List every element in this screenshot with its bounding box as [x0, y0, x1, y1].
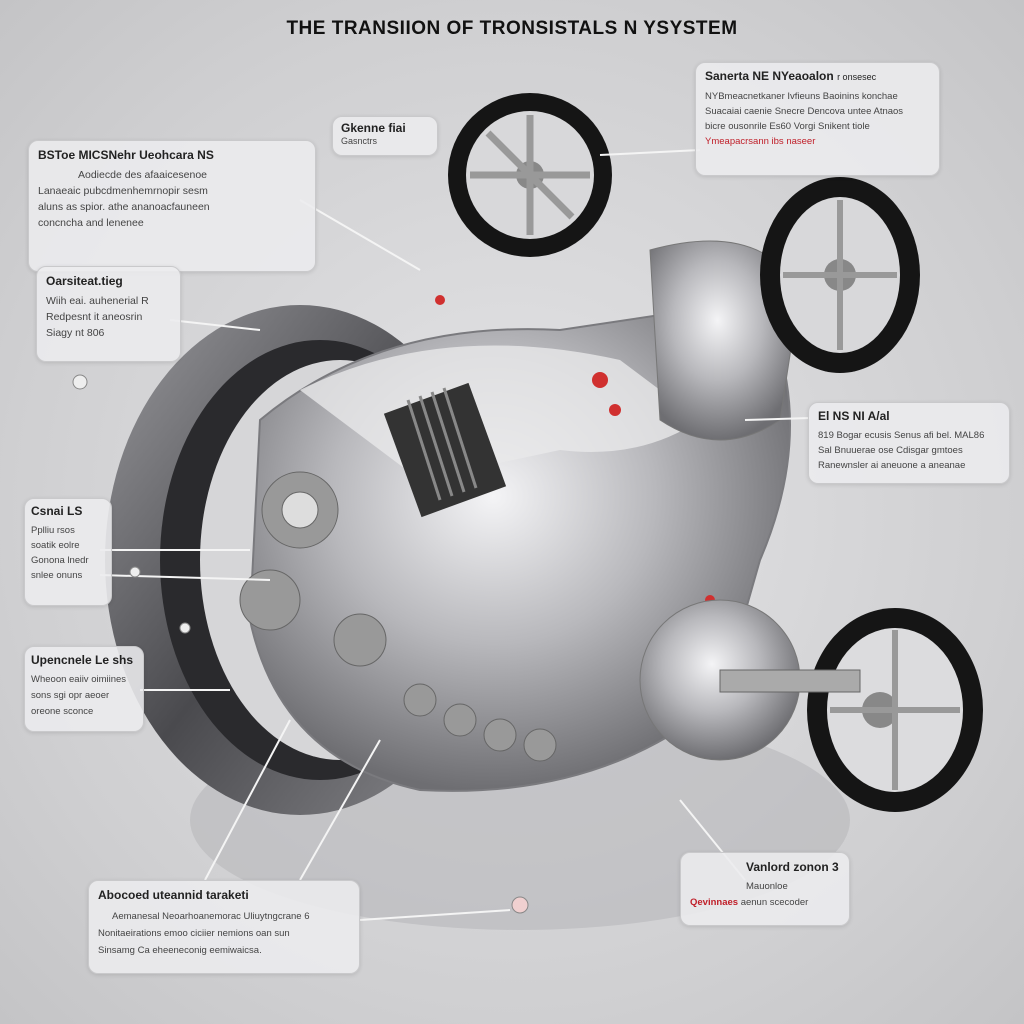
- callout-text: Ranewnsler ai aneuone a aneanae: [818, 460, 966, 471]
- callout-text: 819 Bogar ecusis Senus afi bel. MAL86: [818, 430, 985, 441]
- lower-right-hub: [639, 599, 861, 761]
- callout-text: Aemanesal Neoarhoanemorac Uliuytngcrane …: [112, 911, 310, 922]
- callout-left-lower: Upencnele Le shs Wheoon eaiiv oimiines s…: [24, 646, 144, 732]
- callout-subheading: r onsesec: [837, 72, 877, 82]
- gear-cluster: [239, 471, 557, 762]
- callout-text: Gonona lnedr: [31, 555, 89, 566]
- callout-heading: BSToe MICSNehr Ueohcara NS: [38, 148, 214, 162]
- callout-top-left: BSToe MICSNehr Ueohcara NS Aodiecde des …: [28, 140, 316, 272]
- callout-text: Wiih eai. auhenerial R: [46, 295, 149, 307]
- callout-text: NYBmeacnetkaner Ivfieuns Baoinins koncha…: [705, 91, 898, 102]
- diagram-title: THE TRANSIION OF TRONSISTALS N YSYSTEM: [286, 18, 738, 39]
- callout-text: Mauonloe: [746, 881, 788, 892]
- callout-text: oreone sconce: [31, 706, 94, 717]
- callout-text: aenun scecoder: [740, 897, 809, 908]
- callout-text: concncha and lenenee: [38, 217, 144, 229]
- callout-text: Pplliu rsos: [31, 525, 75, 536]
- callout-heading: El NS NI A/al: [818, 409, 890, 423]
- callout-left-middle: Csnai LS Pplliu rsos soatik eolre Gonona…: [24, 498, 112, 606]
- leader-lines: [99, 149, 811, 921]
- callout-heading: Sanerta NE NYeaoalon: [705, 69, 834, 83]
- callout-text: Sal Bnuuerae ose Cdisgar gmtoes: [818, 445, 963, 456]
- callout-heading: Csnai LS: [31, 504, 83, 518]
- wheel-lower-right: [807, 608, 983, 812]
- callout-text: Redpesnt it aneosrin: [46, 311, 143, 323]
- callout-text: Nonitaeirations emoo ciciier nemions oan…: [98, 928, 290, 939]
- callout-text: Wheoon eaiiv oimiines: [31, 674, 127, 685]
- callout-text: Aodiecde des afaaicesenoe: [78, 169, 208, 181]
- callout-heading: Upencnele Le shs: [31, 653, 134, 667]
- callout-text: snlee onuns: [31, 570, 83, 581]
- callout-text: soatik eolre: [31, 540, 80, 551]
- callout-heading: Gkenne fiai: [341, 121, 406, 135]
- callout-right-middle: El NS NI A/al 819 Bogar ecusis Senus afi…: [808, 402, 1010, 484]
- callout-bottom-right: Vanlord zonon 3 Mauonloe Qevinnaes aenun…: [680, 852, 850, 926]
- wheel-top: [448, 93, 612, 257]
- wheel-upper-right: [760, 177, 920, 373]
- callout-text: aluns as spior. athe ananoacfauneen: [38, 201, 210, 213]
- callout-red-label: Qevinnaes: [690, 897, 739, 908]
- callout-text: Lanaeaic pubcdmenhemrnopir sesm: [38, 185, 208, 197]
- callout-left-upper: Oarsiteat.tieg Wiih eai. auhenerial R Re…: [36, 266, 181, 362]
- callout-text: Siagy nt 806: [46, 327, 105, 339]
- callout-heading: Vanlord zonon 3: [746, 860, 839, 874]
- callout-heading: Oarsiteat.tieg: [46, 274, 123, 288]
- callout-heading: Abocoed uteannid taraketi: [98, 888, 249, 902]
- callout-text: sons sgi opr aeoer: [31, 690, 110, 701]
- callout-top-center: Gkenne fiai Gasnctrs: [332, 116, 438, 156]
- callout-bottom-left: Abocoed uteannid taraketi Aemanesal Neoa…: [88, 880, 360, 974]
- callout-connector-dots: [72, 374, 529, 914]
- callout-text: bicre ousonrile Es60 Vorgi Snikent tiole: [705, 121, 870, 132]
- callout-text: Sinsamg Ca eheeneconig eemiwaicsa.: [98, 945, 262, 956]
- callout-red-text: Ymeapacrsann ibs naseer: [705, 136, 816, 147]
- callout-top-right: Sanerta NE NYeaoalon r onsesec NYBmeacne…: [695, 62, 940, 176]
- callout-text: Suacaiai caenie Snecre Dencova untee Atn…: [705, 106, 904, 117]
- callout-text: Gasnctrs: [341, 136, 378, 146]
